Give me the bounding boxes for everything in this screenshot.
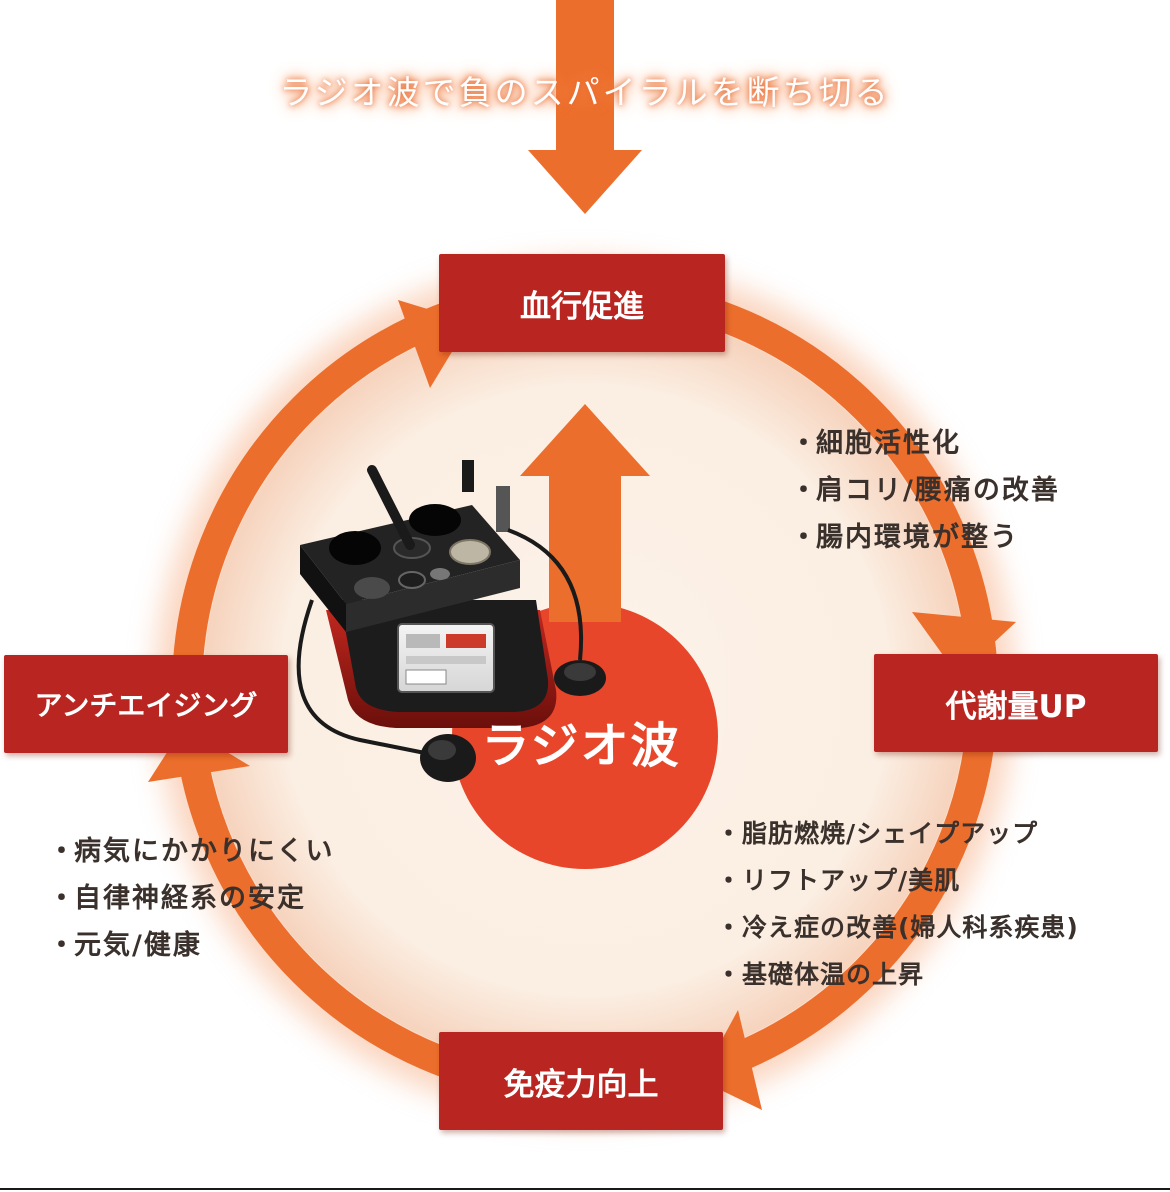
bottom-divider <box>0 1188 1170 1190</box>
list-item: ・元気/健康 <box>48 922 334 969</box>
list-item: ・腸内環境が整う <box>790 514 1060 561</box>
bullet: ・ <box>716 866 743 895</box>
list-item-text: 細胞活性化 <box>816 428 961 459</box>
center-arrow-head <box>520 404 650 476</box>
center-label: ラジオ波 <box>481 718 681 774</box>
list-item: ・リフトアップ/美肌 <box>716 857 1079 904</box>
list-item: ・肩コリ/腰痛の改善 <box>790 467 1060 514</box>
list-item-text: 冷え症の改善(婦人科系疾患) <box>742 913 1079 942</box>
bullet: ・ <box>790 522 819 553</box>
stage-label-left: アンチエイジング <box>34 689 258 722</box>
list-item-text: 脂肪燃焼/シェイプアップ <box>742 819 1039 848</box>
stage-label-right: 代謝量UP <box>945 688 1087 725</box>
incoming-arrow-head <box>528 150 642 214</box>
list-item: ・病気にかかりにくい <box>48 828 334 875</box>
stage-box-immunity: 免疫力向上 <box>439 1032 723 1130</box>
bullet: ・ <box>48 836 77 867</box>
stage-box-blood-circulation: 血行促進 <box>439 254 725 352</box>
list-item: ・冷え症の改善(婦人科系疾患) <box>716 904 1079 951</box>
benefits-list-top-right: ・細胞活性化 ・肩コリ/腰痛の改善 ・腸内環境が整う <box>790 420 1060 561</box>
bullet: ・ <box>790 475 819 506</box>
arrowhead-right <box>912 612 1016 676</box>
list-item: ・基礎体温の上昇 <box>716 951 1079 998</box>
stage-label-top: 血行促進 <box>520 288 644 325</box>
arrowhead-left <box>148 726 250 782</box>
list-item-text: リフトアップ/美肌 <box>742 866 961 895</box>
bullet: ・ <box>48 883 77 914</box>
benefits-list-left: ・病気にかかりにくい ・自律神経系の安定 ・元気/健康 <box>48 828 334 969</box>
list-item-text: 肩コリ/腰痛の改善 <box>816 475 1060 506</box>
bullet: ・ <box>716 913 743 942</box>
list-item-text: 病気にかかりにくい <box>74 836 335 867</box>
center-arrow-shaft <box>549 472 621 622</box>
list-item-text: 元気/健康 <box>74 930 202 961</box>
list-item: ・細胞活性化 <box>790 420 1060 467</box>
bullet: ・ <box>716 819 743 848</box>
stage-box-metabolism: 代謝量UP <box>874 654 1158 752</box>
list-item-text: 腸内環境が整う <box>816 522 1019 553</box>
bullet: ・ <box>716 960 743 989</box>
bullet: ・ <box>790 428 819 459</box>
list-item: ・脂肪燃焼/シェイプアップ <box>716 810 1079 857</box>
list-item: ・自律神経系の安定 <box>48 875 334 922</box>
bullet: ・ <box>48 930 77 961</box>
incoming-arrow-shaft <box>556 0 614 152</box>
stage-box-anti-aging: アンチエイジング <box>4 655 288 753</box>
rf-device-illustration <box>296 460 606 782</box>
list-item-text: 自律神経系の安定 <box>74 883 306 914</box>
list-item-text: 基礎体温の上昇 <box>742 960 925 989</box>
headline: ラジオ波で負のスパイラルを断ち切る <box>279 73 891 112</box>
benefits-list-bottom-right: ・脂肪燃焼/シェイプアップ ・リフトアップ/美肌 ・冷え症の改善(婦人科系疾患)… <box>716 810 1079 998</box>
stage-label-bottom: 免疫力向上 <box>503 1066 659 1103</box>
